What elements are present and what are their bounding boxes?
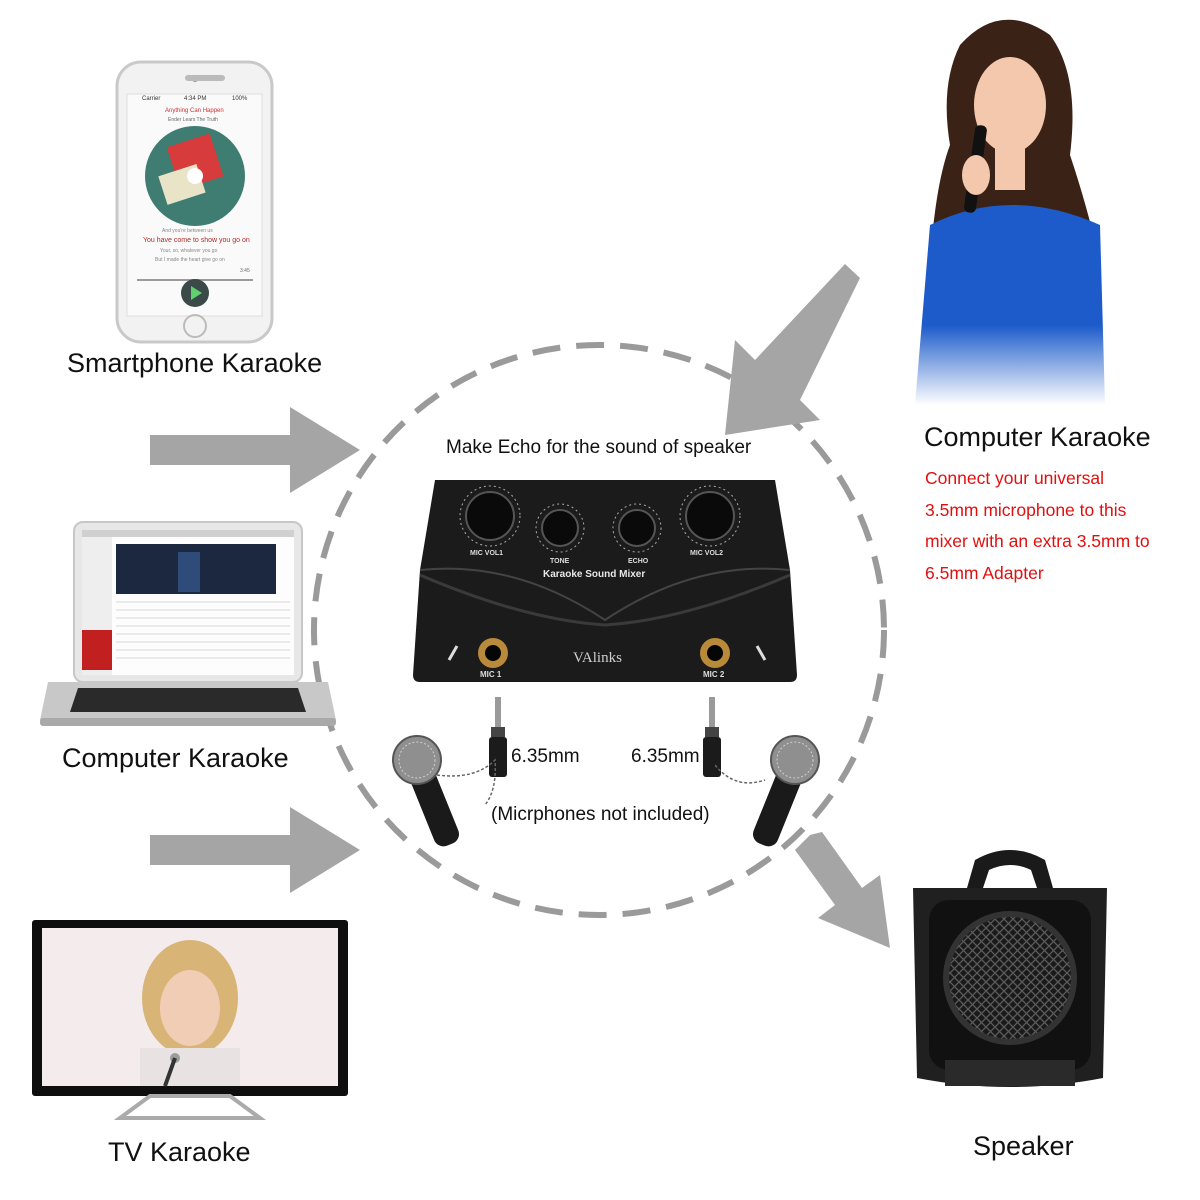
laptop-image	[40, 521, 336, 726]
mixer-label-mic-vol2: MIC VOL2	[690, 550, 724, 557]
phone-status-carrier: Carrier	[142, 96, 161, 102]
mixer-label-echo: ECHO	[628, 558, 649, 565]
knob-tone-icon	[535, 503, 585, 553]
phone-status-battery: 100%	[232, 96, 248, 102]
phone-status-time: 4:34 PM	[184, 96, 207, 102]
plug-left-icon	[489, 697, 507, 777]
knob-mic-vol1-icon	[459, 485, 521, 547]
label-computer-right: Computer Karaoke	[924, 422, 1151, 452]
tv-image	[32, 920, 348, 1120]
label-computer-left: Computer Karaoke	[62, 743, 289, 773]
jack-mic1-icon	[478, 638, 508, 668]
mixer-title: Karaoke Sound Mixer	[543, 569, 646, 580]
adapter-note-line: 6.5mm Adapter	[925, 562, 1044, 583]
phone-lyric-2: You have come to show you go on	[143, 237, 250, 244]
adapter-note-line: mixer with an extra 3.5mm to	[925, 531, 1150, 551]
karaoke-mixer-image	[413, 480, 797, 682]
arrow-speaker-icon	[795, 832, 890, 948]
singer-image	[915, 19, 1105, 405]
microphone-right-icon	[715, 735, 820, 847]
echo-caption: Make Echo for the sound of speaker	[446, 437, 752, 458]
arrow-singer-icon	[725, 264, 860, 435]
label-tv: TV Karaoke	[108, 1137, 251, 1167]
label-speaker: Speaker	[973, 1131, 1074, 1161]
phone-time-right: 3:45	[240, 268, 250, 274]
knob-mic-vol2-icon	[679, 485, 741, 547]
phone-lyric-1: And you're between us	[162, 228, 213, 234]
mixer-brand: VAlinks	[573, 650, 622, 666]
phone-lyric-3: Your, so, whatever you go	[160, 248, 218, 254]
arrow-smartphone-icon	[150, 407, 360, 493]
adapter-note-line: 3.5mm microphone to this	[925, 499, 1127, 520]
mixer-label-mic-vol1: MIC VOL1	[470, 550, 504, 557]
mixer-label-tone: TONE	[550, 558, 570, 565]
microphone-left-icon	[392, 735, 497, 847]
mic-note: (Micrphones not included)	[491, 804, 710, 825]
label-smartphone: Smartphone Karaoke	[67, 348, 323, 378]
plug-left-label: 6.35mm	[511, 746, 580, 767]
phone-song-title: Anything Can Happen	[165, 108, 224, 114]
phone-lyric-4: But I made the heart give go on	[155, 257, 225, 263]
smartphone-image	[115, 60, 274, 344]
adapter-note-line: Connect your universal	[925, 468, 1104, 488]
mixer-label-mic1: MIC 1	[480, 670, 502, 679]
arrow-computer-icon	[150, 807, 360, 893]
adapter-note: Connect your universal 3.5mm microphone …	[925, 463, 1150, 589]
jack-mic2-icon	[700, 638, 730, 668]
mixer-label-mic2: MIC 2	[703, 670, 725, 679]
speaker-image	[913, 850, 1107, 1087]
plug-right-label: 6.35mm	[631, 746, 700, 767]
phone-song-sub: Ender Lears The Truth	[168, 117, 218, 123]
knob-echo-icon	[612, 503, 662, 553]
